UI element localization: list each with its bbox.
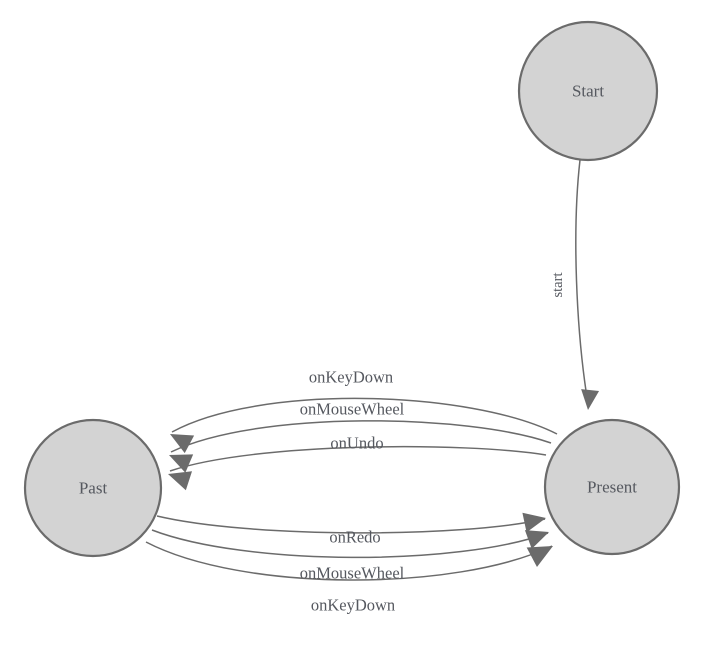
node-start-label: Start <box>572 82 604 101</box>
arrowhead-icon-past-present-onredo <box>522 512 546 533</box>
node-past-circle[interactable] <box>23 418 163 558</box>
arrowhead-icon-present-past-onmousewheel <box>169 454 194 473</box>
node-past[interactable]: Past <box>23 418 163 558</box>
edge-path[interactable] <box>171 397 558 435</box>
edge-present-to-past-onmousewheel[interactable] <box>170 420 552 453</box>
edge-labels-layer: start onKeyDown onMouseWheel onUndo onRe… <box>300 273 566 615</box>
edge-label-past-present-onkeydown: onKeyDown <box>311 596 395 615</box>
node-past-label: Past <box>79 479 108 498</box>
arrowhead-icon-present-past-onkeydown <box>170 434 195 454</box>
arrowhead-icon-present-past-onundo <box>168 471 193 491</box>
edge-label-past-present-onredo: onRedo <box>329 528 380 547</box>
node-start[interactable]: Start <box>517 20 659 162</box>
edge-past-to-present-onmousewheel[interactable] <box>151 529 549 559</box>
edge-past-to-present-onredo[interactable] <box>156 515 546 534</box>
edge-start-to-present[interactable] <box>575 159 589 405</box>
edges-layer <box>145 159 589 581</box>
nodes-layer: Start Past Present <box>23 20 681 558</box>
edge-path[interactable] <box>145 541 553 581</box>
edge-present-to-past-onkeydown[interactable] <box>171 397 558 435</box>
edge-present-to-past-onundo[interactable] <box>169 445 547 472</box>
node-present-circle[interactable] <box>543 418 681 556</box>
node-present-label: Present <box>587 478 637 497</box>
edge-path[interactable] <box>575 159 589 405</box>
arrowhead-icon-past-present-onmousewheel <box>524 530 549 549</box>
arrowheads-layer <box>168 389 600 567</box>
edge-label-past-present-onmousewheel: onMouseWheel <box>300 564 405 583</box>
arrowhead-icon-start-present <box>581 389 600 410</box>
arrowhead-icon-past-present-onkeydown <box>526 546 553 567</box>
edge-label-present-past-onkeydown: onKeyDown <box>309 368 393 387</box>
node-present[interactable]: Present <box>543 418 681 556</box>
edge-path[interactable] <box>170 420 552 453</box>
node-start-circle[interactable] <box>517 20 659 162</box>
edge-path[interactable] <box>169 445 547 472</box>
edge-past-to-present-onkeydown[interactable] <box>145 541 553 581</box>
edge-label-start: start <box>550 273 566 298</box>
edge-path[interactable] <box>151 529 549 559</box>
edge-path[interactable] <box>156 515 546 534</box>
edge-label-present-past-onundo: onUndo <box>330 434 383 453</box>
edge-label-present-past-onmousewheel: onMouseWheel <box>300 400 405 419</box>
